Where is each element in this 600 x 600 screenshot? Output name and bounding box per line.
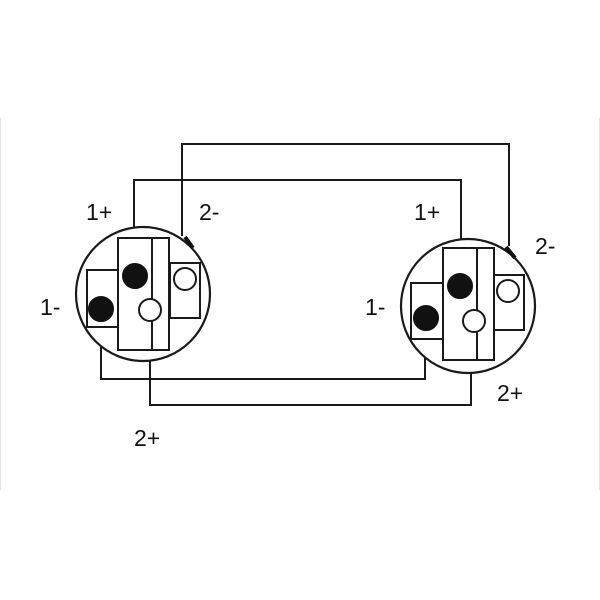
left-connector-key-tick xyxy=(183,235,195,250)
right-pin-1-plus-slot xyxy=(442,247,479,361)
left-label-1-plus: 1+ xyxy=(86,199,112,225)
right-pin-2-minus-contact xyxy=(496,279,520,303)
left-label-2-minus: 2- xyxy=(199,199,219,225)
left-label-1-minus: 1- xyxy=(40,294,60,320)
right-pin-2-plus-slot xyxy=(476,247,495,361)
wire-2-plus xyxy=(149,354,472,406)
right-connector xyxy=(399,237,537,375)
left-pin-1-plus-slot xyxy=(117,237,154,351)
wires xyxy=(100,143,510,406)
right-pin-1-plus-contact xyxy=(447,273,473,299)
left-pin-2-plus-slot xyxy=(151,237,170,351)
left-pin-1-minus-contact xyxy=(88,296,114,322)
right-connector-key-tick xyxy=(504,245,517,260)
right-pin-1-minus-contact xyxy=(413,305,439,331)
right-label-2-minus: 2- xyxy=(535,233,555,259)
left-pin-2-minus-contact xyxy=(173,267,197,291)
right-label-1-minus: 1- xyxy=(365,294,385,320)
left-pin-2-plus-contact xyxy=(138,298,162,322)
right-label-1-plus: 1+ xyxy=(414,199,440,225)
wire-1-plus xyxy=(133,179,462,246)
right-pin-2-plus-contact xyxy=(462,309,486,333)
left-pin-1-plus-contact xyxy=(122,263,148,289)
left-label-2-plus: 2+ xyxy=(134,425,160,451)
wire-1-minus xyxy=(100,340,426,380)
wire-2-minus xyxy=(181,143,510,246)
right-label-2-plus: 2+ xyxy=(497,380,523,406)
left-connector xyxy=(74,225,212,363)
